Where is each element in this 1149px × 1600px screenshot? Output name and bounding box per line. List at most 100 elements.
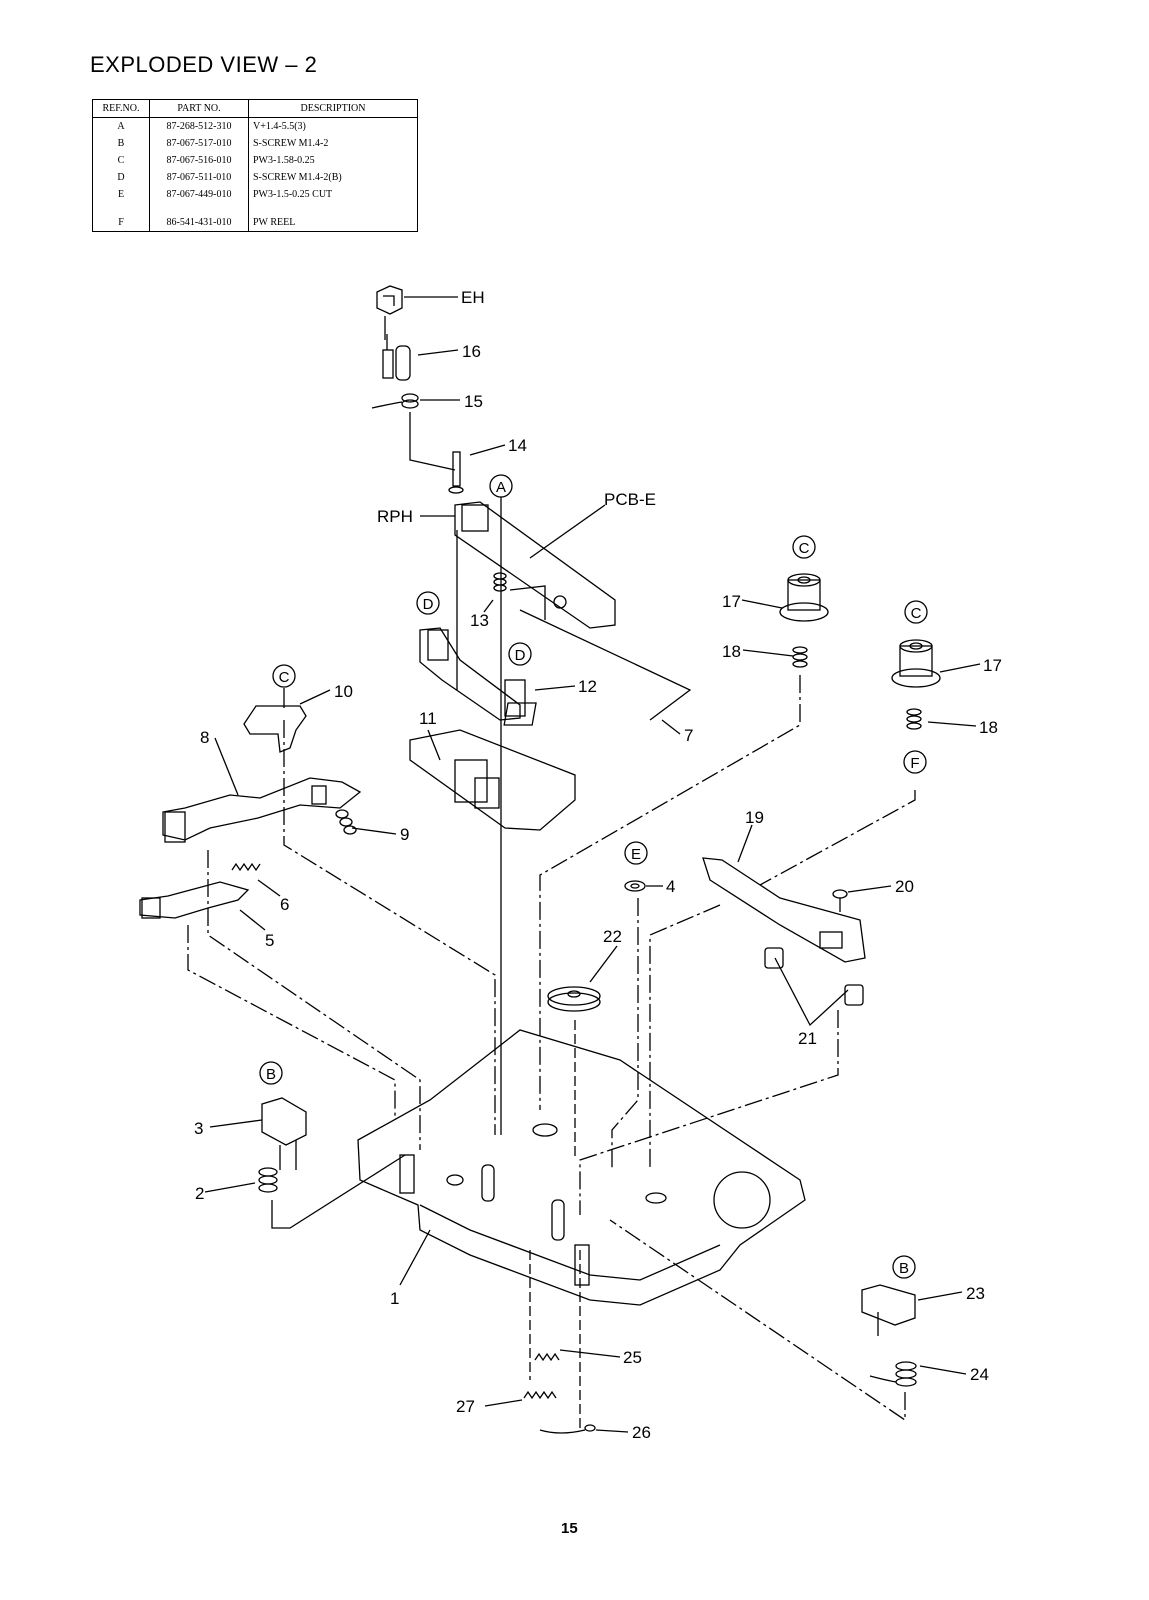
callout-18-right: 18 [979, 718, 998, 737]
parts-table-header: REF.NO. PART NO. DESCRIPTION [92, 99, 418, 118]
circle-ref-a-label: A [496, 479, 506, 496]
part-eh [376, 285, 403, 315]
parts-table: REF.NO. PART NO. DESCRIPTION A 87-268-51… [92, 99, 418, 232]
part-9-spring [335, 809, 357, 835]
callout-6: 6 [280, 895, 289, 914]
circle-ref-d-label: D [515, 647, 526, 664]
part-18-spring-left [792, 646, 808, 668]
circle-ref-d-left: D [416, 591, 440, 615]
part-7-pad [503, 702, 537, 726]
circle-ref-d-label: D [423, 596, 434, 613]
callout-8: 8 [200, 728, 209, 747]
callout-eh: EH [461, 288, 485, 307]
part-18-spring-right [906, 708, 922, 730]
part-5-slider [139, 881, 250, 919]
callout-14: 14 [508, 436, 527, 455]
circle-ref-c-17-left: C [792, 535, 816, 559]
connector-lines [187, 296, 981, 1433]
table-row: C 87-067-516-010 PW3-1.58-0.25 [92, 152, 418, 169]
part-6-spring [231, 862, 261, 872]
part-12-head-bracket [419, 627, 526, 721]
circle-ref-c-label: C [911, 605, 922, 622]
callout-9: 9 [400, 825, 409, 844]
part-22-gear [547, 986, 601, 1012]
callout-5: 5 [265, 931, 274, 950]
callout-7: 7 [684, 726, 693, 745]
table-row: B 87-067-517-010 S-SCREW M1.4-2 [92, 135, 418, 152]
ref-cell: F [92, 203, 150, 232]
callout-12: 12 [578, 677, 597, 696]
description-cell: S-SCREW M1.4-2 [248, 135, 418, 152]
part-27-spring [523, 1390, 557, 1400]
part-16 [382, 334, 411, 381]
callout-labels: EH 16 15 14 RPH PCB-E 13 12 11 10 9 8 7 … [194, 288, 1002, 1442]
part-no-cell: 86-541-431-010 [149, 203, 249, 232]
table-row: D 87-067-511-010 S-SCREW M1.4-2(B) [92, 169, 418, 186]
callout-rph: RPH [377, 507, 413, 526]
description-cell: S-SCREW M1.4-2(B) [248, 169, 418, 186]
description-cell: PW3-1.58-0.25 [248, 152, 418, 169]
circle-ref-e-label: E [631, 846, 641, 863]
part-rph-pcb-e [454, 501, 616, 629]
table-row: E 87-067-449-010 PW3-1.5-0.25 CUT [92, 186, 418, 203]
part-24-spring [869, 1361, 917, 1387]
callout-13: 13 [470, 611, 489, 630]
callout-23: 23 [966, 1284, 985, 1303]
callout-25: 25 [623, 1348, 642, 1367]
header-ref-no: REF.NO. [92, 99, 150, 118]
part-15-spring [371, 393, 419, 409]
circle-ref-e: E [624, 841, 648, 865]
part-17-reel-left [779, 573, 829, 622]
callout-21: 21 [798, 1029, 817, 1048]
part-1-chassis [357, 1029, 806, 1306]
callout-1: 1 [390, 1289, 399, 1308]
callout-pcb-e: PCB-E [604, 490, 656, 509]
page-title: EXPLODED VIEW – 2 [90, 52, 318, 77]
circle-ref-c-label: C [279, 669, 290, 686]
circle-ref-b-3: B [259, 1061, 283, 1085]
callout-18-left: 18 [722, 642, 741, 661]
page-number: 15 [561, 1520, 578, 1537]
callout-19: 19 [745, 808, 764, 827]
part-19-arm [702, 857, 866, 963]
circle-ref-c-label: C [799, 540, 810, 557]
part-4-washer [624, 880, 646, 892]
circle-ref-d-right: D [508, 642, 532, 666]
circle-ref-c-10: C [272, 664, 296, 688]
callout-11: 11 [419, 709, 437, 728]
part-10-lever [243, 705, 307, 753]
callout-4: 4 [666, 877, 675, 896]
callout-15: 15 [464, 392, 483, 411]
part-17-reel-right [891, 639, 941, 688]
description-cell: V+1.4-5.5(3) [248, 117, 418, 135]
part-23-block [861, 1284, 916, 1336]
circle-ref-f: F [903, 750, 927, 774]
part-13-spring [493, 572, 507, 592]
table-row: A 87-268-512-310 V+1.4-5.5(3) [92, 117, 418, 135]
circle-ref-b-label: B [899, 1260, 909, 1277]
circle-ref-b-23: B [892, 1255, 916, 1279]
part-8-slider [162, 777, 362, 843]
callout-26: 26 [632, 1423, 651, 1442]
circle-ref-b-label: B [266, 1066, 276, 1083]
circle-refs: A C C C D D E F [259, 474, 928, 1279]
callout-27: 27 [456, 1397, 475, 1416]
part-26-pin [539, 1424, 596, 1434]
part-2-spring [258, 1167, 278, 1193]
part-25-spring [534, 1352, 560, 1362]
table-row: F 86-541-431-010 PW REEL [92, 203, 418, 232]
part-14-shaft [448, 451, 464, 494]
circle-ref-c-17-right: C [904, 600, 928, 624]
description-cell: PW REEL [248, 203, 418, 232]
part-3-block [261, 1097, 307, 1170]
callout-17-left: 17 [722, 592, 741, 611]
callout-2: 2 [195, 1184, 204, 1203]
callout-22: 22 [603, 927, 622, 946]
callout-20: 20 [895, 877, 914, 896]
part-21-rollers [764, 947, 864, 1006]
description-cell: PW3-1.5-0.25 CUT [248, 186, 418, 203]
callout-10: 10 [334, 682, 353, 701]
part-20-screw [832, 889, 848, 912]
callout-16: 16 [462, 342, 481, 361]
